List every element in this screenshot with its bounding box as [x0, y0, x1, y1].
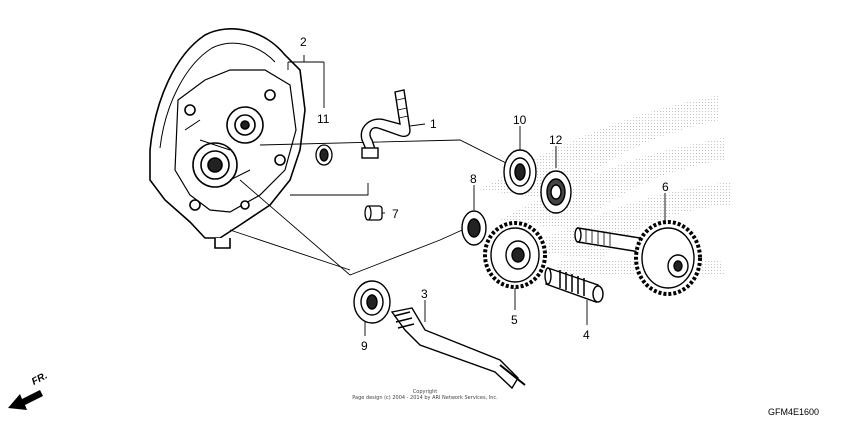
counter-shaft-4	[544, 267, 604, 303]
dowel-pin-7	[364, 205, 383, 221]
bearing-8	[461, 210, 487, 246]
diagram-code: GFM4E1600	[768, 407, 820, 417]
gear-5	[483, 221, 547, 289]
callout-9: 9	[361, 339, 368, 353]
callout-5: 5	[511, 313, 518, 327]
front-direction-arrow-icon	[8, 390, 43, 410]
callout-6: 6	[662, 180, 669, 194]
breather-tube-1	[360, 89, 411, 159]
drive-shaft-3	[390, 307, 526, 390]
callout-8: 8	[470, 172, 477, 186]
callout-4: 4	[583, 328, 590, 342]
copyright-line-1: Copyright	[412, 389, 438, 395]
callout-1: 1	[430, 117, 437, 131]
callout-3: 3	[421, 287, 428, 301]
oil-seal-11	[315, 144, 333, 166]
callout-7: 7	[392, 207, 399, 221]
transmission-cover	[149, 28, 306, 249]
callout-12: 12	[549, 133, 563, 147]
bearing-10	[503, 149, 537, 195]
final-shaft-6	[574, 220, 702, 296]
copyright-notice: Copyright Page design (c) 2004 - 2014 by…	[300, 389, 550, 401]
oil-seal-12	[540, 170, 572, 214]
leader-lines	[229, 55, 666, 336]
callout-11: 11	[317, 112, 330, 126]
copyright-line-2: Page design (c) 2004 - 2014 by ARI Netwo…	[352, 395, 498, 401]
callout-10: 10	[513, 113, 527, 127]
bearing-9	[353, 280, 391, 324]
callout-2: 2	[300, 35, 307, 49]
